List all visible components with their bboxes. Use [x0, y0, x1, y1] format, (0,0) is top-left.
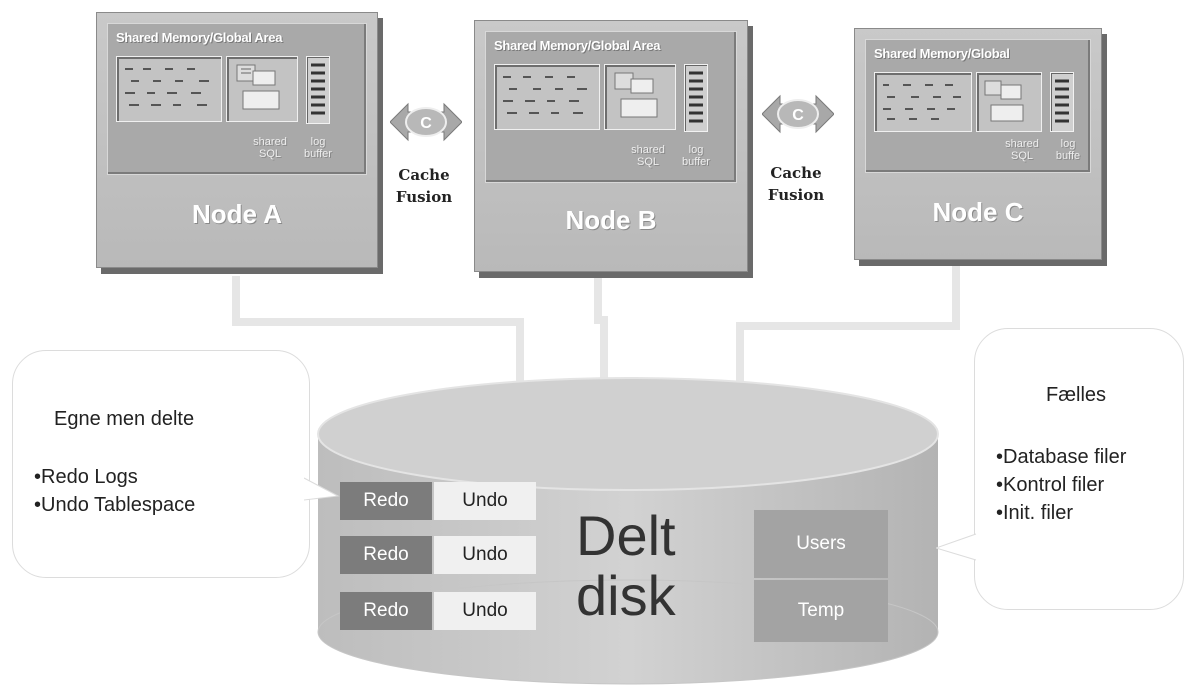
- connector-node-a: [516, 318, 524, 382]
- sga-title: Shared Memory/Global Area: [116, 30, 283, 45]
- connector-node-b: [594, 272, 602, 322]
- left-callout-item: •Undo Tablespace: [34, 494, 196, 516]
- log-buffer-icon: [311, 63, 325, 115]
- sga-title: Shared Memory/Global Area: [494, 38, 661, 53]
- right-callout-pointer: [936, 533, 977, 561]
- log-buffer-caption: log buffe: [1055, 138, 1081, 162]
- cache-fusion-arrow-icon: C: [390, 102, 462, 142]
- cache-fusion-symbol: C: [420, 115, 432, 132]
- connector-node-b: [600, 316, 608, 384]
- node-a: Shared Memory/Global Area: [96, 12, 378, 268]
- connector-node-a: [232, 318, 524, 326]
- redo-log-block: Redo: [340, 536, 432, 574]
- users-tablespace-block: Users: [754, 510, 888, 578]
- cache-fusion-line2: Fusion: [395, 188, 453, 206]
- cache-fusion-line1: Cache: [770, 164, 822, 182]
- log-buffer-panel: [684, 64, 708, 132]
- shared-sql-icon: [614, 72, 658, 118]
- buffer-cache-icon: [883, 84, 961, 120]
- undo-block: Undo: [434, 592, 536, 630]
- cache-fusion-symbol: C: [792, 107, 804, 124]
- sga-title: Shared Memory/Global: [874, 46, 1010, 61]
- node-label: Node C: [932, 197, 1024, 227]
- right-callout-item: •Database filer: [996, 446, 1127, 468]
- disk-label-line2: disk: [576, 564, 676, 627]
- shared-memory-panel: Shared Memory/Global Area: [107, 23, 367, 175]
- buffer-cache-icon: [125, 68, 209, 106]
- cache-fusion-line1: Cache: [398, 166, 450, 184]
- cache-fusion-label: Cache Fusion: [764, 162, 828, 206]
- log-buffer-icon: [689, 71, 703, 123]
- node-c: Shared Memory/Global: [854, 28, 1102, 260]
- right-callout-item: •Kontrol filer: [996, 474, 1105, 496]
- node-label: Node B: [565, 205, 657, 235]
- log-buffer-panel: [306, 56, 330, 124]
- left-callout-item: •Redo Logs: [34, 466, 138, 488]
- left-callout-heading: Egne men delte: [54, 408, 195, 430]
- shared-sql-panel: [604, 64, 676, 130]
- node-label: Node A: [191, 199, 283, 229]
- log-buffer-icon: [1055, 79, 1069, 123]
- temp-tablespace-block: Temp: [754, 580, 888, 642]
- buffer-cache-icon: [503, 76, 587, 114]
- node-b: Shared Memory/Global Area: [474, 20, 748, 272]
- redo-log-block: Redo: [340, 592, 432, 630]
- shared-sql-icon: [236, 64, 280, 110]
- right-callout-heading: Fælles: [1046, 384, 1107, 406]
- left-callout-pointer: [304, 477, 340, 501]
- cache-fusion-arrow-icon: C: [762, 94, 834, 134]
- log-buffer-caption: log buffer: [682, 144, 710, 168]
- shared-memory-panel: Shared Memory/Global Area: [485, 31, 737, 183]
- disk-label: Delt disk: [576, 506, 676, 626]
- log-buffer-caption: log buffer: [304, 136, 332, 160]
- connector-node-c: [736, 322, 960, 330]
- right-callout-bubble: [974, 328, 1184, 610]
- left-callout-bubble: [12, 350, 310, 578]
- buffer-cache-grid: [874, 72, 972, 132]
- buffer-cache-grid: [116, 56, 222, 122]
- shared-sql-caption: shared SQL: [1005, 138, 1039, 162]
- redo-log-block: Redo: [340, 482, 432, 520]
- shared-sql-caption: shared SQL: [253, 136, 287, 160]
- disk-label-line1: Delt: [576, 504, 676, 567]
- undo-block: Undo: [434, 536, 536, 574]
- shared-sql-icon: [984, 80, 1024, 122]
- right-callout-item: •Init. filer: [996, 502, 1074, 524]
- buffer-cache-grid: [494, 64, 600, 130]
- connector-node-c: [736, 322, 744, 384]
- connector-node-a: [232, 276, 240, 324]
- shared-memory-panel: Shared Memory/Global: [865, 39, 1091, 173]
- undo-block: Undo: [434, 482, 536, 520]
- shared-sql-panel: [226, 56, 298, 122]
- log-buffer-panel: [1050, 72, 1074, 132]
- connector-node-c: [952, 264, 960, 328]
- cache-fusion-label: Cache Fusion: [392, 164, 456, 208]
- shared-sql-caption: shared SQL: [631, 144, 665, 168]
- cache-fusion-line2: Fusion: [767, 186, 825, 204]
- shared-sql-panel: [976, 72, 1042, 132]
